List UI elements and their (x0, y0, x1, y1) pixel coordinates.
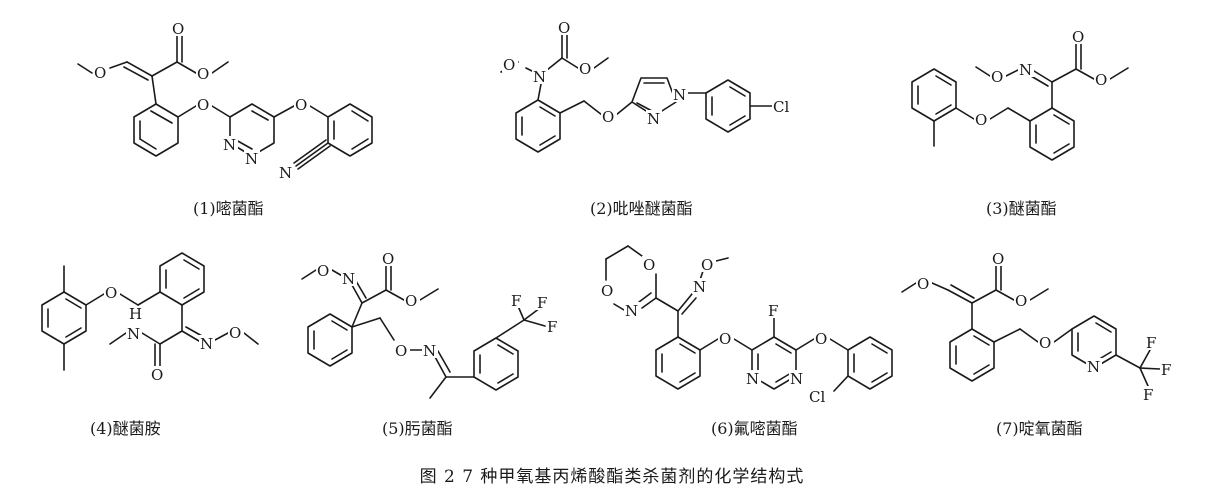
atom-label: F (1161, 361, 1171, 379)
compound-label-5: (5)肟菌酯 (382, 419, 453, 438)
atom-label: O (719, 330, 731, 348)
atom-label: F (1143, 386, 1153, 404)
atom-label: O (94, 64, 106, 82)
atom-label: O (382, 250, 394, 268)
atom-label: N (279, 164, 292, 182)
atom-label: O (579, 60, 591, 78)
atom-label: H (129, 305, 142, 323)
atom-labels-4: O H N N O O (104, 284, 244, 384)
atom-label: N (127, 325, 140, 343)
atom-label: F (1146, 334, 1156, 352)
atom-label: N (1019, 61, 1032, 79)
atom-label: O (317, 262, 329, 280)
atom-labels-5: O N O O O N F F F (316, 250, 560, 360)
atom-label: O (229, 324, 241, 342)
structure-pyraclostrobin (500, 33, 773, 153)
atom-label: N (245, 150, 258, 168)
atom-label: N (693, 278, 706, 296)
atom-label: N (647, 110, 660, 128)
atom-label: N (790, 370, 803, 388)
figure-caption: 图 2 7 种甲氧基丙烯酸酯类杀菌剂的化学结构式 (419, 467, 805, 487)
atom-label: O (1072, 28, 1084, 46)
atom-labels-1: O O O O O N N N (93, 20, 310, 182)
atom-label: O (701, 256, 713, 274)
atom-label: O (295, 96, 307, 114)
atom-label: O (991, 68, 1003, 86)
atom-label: O (197, 65, 209, 83)
atom-label: N (673, 86, 686, 104)
atom-label: O (405, 292, 417, 310)
atom-label: O (197, 96, 209, 114)
atom-label: O (992, 250, 1004, 268)
compound-label-6: (6)氟嘧菌酯 (711, 419, 798, 438)
compound-label-1: (1)嘧菌酯 (193, 199, 264, 218)
compound-label-2: (2)吡唑醚菌酯 (590, 199, 693, 218)
atom-label: F (547, 318, 557, 336)
compound-label-4: (4)醚菌胺 (90, 419, 161, 438)
atom-label: O (815, 330, 827, 348)
atom-label: Cl (773, 98, 789, 116)
atom-label: O (172, 20, 184, 38)
structure-dimoxystrobin (41, 252, 259, 371)
structure-kresoxim-methyl (911, 43, 1129, 161)
atom-label: O (602, 108, 614, 126)
atom-labels-7: O O O O N F F F (916, 250, 1174, 404)
atom-label: O (1015, 292, 1027, 310)
atom-label: O (105, 284, 117, 302)
atom-label: O (558, 19, 570, 37)
structure-azoxystrobin (77, 34, 373, 170)
atom-label: O (395, 342, 407, 360)
atom-label: O (1039, 334, 1051, 352)
atom-label: O (601, 282, 613, 300)
atom-label: N (625, 302, 638, 320)
atom-label: N (746, 370, 759, 388)
atom-label: O (975, 111, 987, 129)
atom-label: O (1095, 71, 1107, 89)
atom-label: O (503, 56, 515, 74)
atom-label: N (223, 136, 236, 154)
atom-labels-6: O O N N O F O O N N Cl (600, 256, 830, 406)
compound-label-7: (7)啶氧菌酯 (996, 419, 1083, 438)
compound-label-3: (3)醚菌酯 (986, 199, 1057, 218)
atom-label: F (511, 292, 521, 310)
atom-labels-3: O N O O O (974, 28, 1110, 129)
atom-label: F (537, 294, 547, 312)
atom-label: O (917, 275, 929, 293)
atom-label: N (1087, 358, 1100, 376)
structure-trifloxystrobin (301, 265, 546, 399)
structure-picoxystrobin (901, 265, 1161, 387)
atom-labels-2: O N O O O N N Cl (502, 19, 792, 128)
atom-label: Cl (809, 388, 825, 406)
atom-label: F (768, 302, 778, 320)
atom-label: N (423, 342, 436, 360)
atom-label: N (533, 68, 546, 86)
structure-fluoxastrobin (605, 245, 893, 392)
atom-label: O (643, 256, 655, 274)
atom-label: N (342, 270, 355, 288)
atom-label: N (200, 335, 213, 353)
atom-label: O (151, 366, 163, 384)
